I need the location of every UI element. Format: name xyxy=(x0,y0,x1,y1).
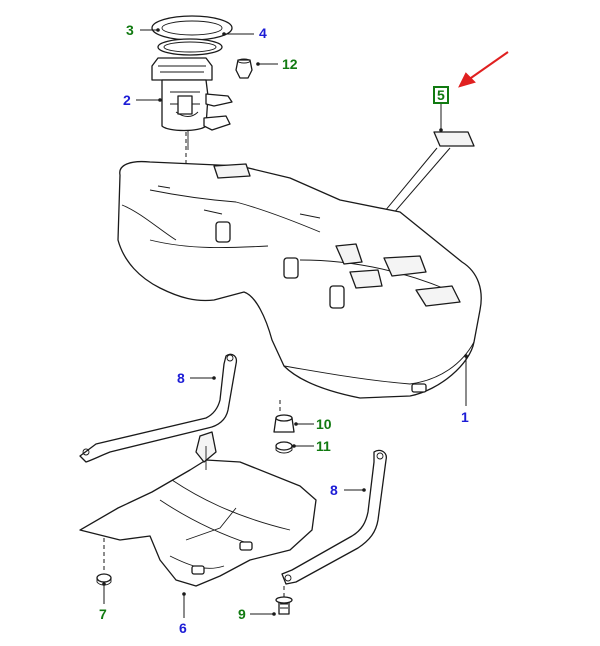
callout-11: 11 xyxy=(316,438,331,454)
part-10-isolator xyxy=(273,414,295,433)
part-9-bolt xyxy=(275,596,293,615)
part-12-plug xyxy=(235,58,253,79)
callout-7: 7 xyxy=(99,606,107,622)
callout-8-left: 8 xyxy=(177,370,185,386)
callout-8-right: 8 xyxy=(330,482,338,498)
part-3-seal-ring xyxy=(151,15,233,41)
part-8-strap-left xyxy=(79,353,238,463)
part-1-fuel-tank xyxy=(117,160,482,399)
callout-9: 9 xyxy=(238,606,246,622)
callout-2: 2 xyxy=(123,92,131,108)
leader-lines xyxy=(102,28,468,618)
callout-labels: 3 4 12 2 5 1 8 10 11 8 7 6 9 xyxy=(99,22,469,636)
part-5-pad xyxy=(433,131,475,147)
callout-12: 12 xyxy=(282,56,298,72)
callout-6: 6 xyxy=(179,620,187,636)
part-6-heat-shield xyxy=(79,431,317,587)
red-pointer-arrow xyxy=(458,51,509,88)
callout-5: 5 xyxy=(437,87,445,103)
part-11-nut xyxy=(275,441,293,454)
callout-5-highlight-box xyxy=(433,86,449,104)
part-8-strap-right xyxy=(281,449,387,585)
callout-1: 1 xyxy=(461,409,469,425)
callout-4: 4 xyxy=(259,25,267,41)
callout-3: 3 xyxy=(126,22,134,38)
callout-10: 10 xyxy=(316,416,332,432)
part-4-lock-ring xyxy=(157,38,223,56)
part-2-fuel-pump-module xyxy=(151,57,233,150)
